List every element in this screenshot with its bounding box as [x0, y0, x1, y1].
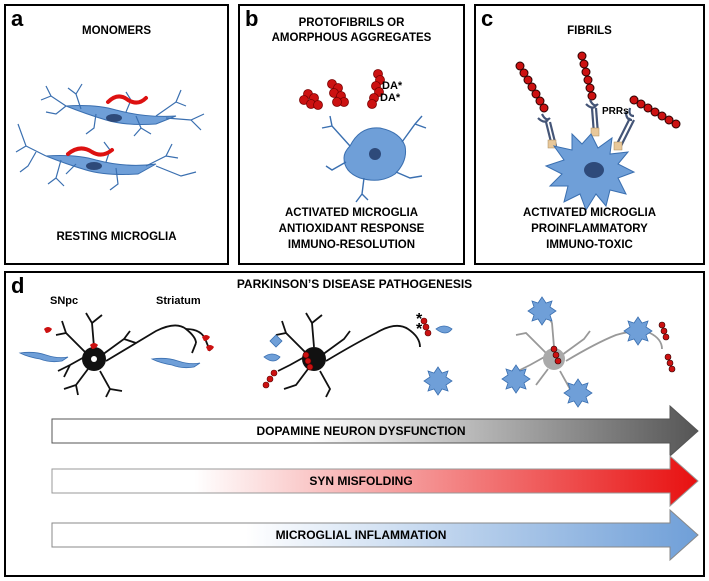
- panel-c-title: FIBRILS: [567, 25, 612, 37]
- da-label-2: DA*: [380, 92, 401, 104]
- microglia-arrow: [51, 508, 699, 562]
- panel-d: d PARKINSON’S DISEASE PATHOGENESIS SNpc …: [4, 271, 705, 577]
- panel-c-caption-line1: ACTIVATED MICROGLIA: [522, 207, 657, 219]
- panel-b-caption-line1: ACTIVATED MICROGLIA: [284, 207, 419, 219]
- panel-a-caption: RESTING MICROGLIA: [56, 231, 177, 243]
- panel-a-letter: a: [11, 6, 24, 31]
- panel-d-title: PARKINSON’S DISEASE PATHOGENESIS: [236, 277, 473, 291]
- dopamine-arrow-label: DOPAMINE NEURON DYSFUNCTION: [256, 424, 466, 438]
- pathogenesis-illustration: [18, 296, 699, 562]
- syn-arrow-label: SYN MISFOLDING: [309, 474, 413, 488]
- panel-c: c FIBRILS PRRs ACTIVATED MICROGLIA PROIN…: [474, 4, 705, 265]
- microglia-arrow-label: MICROGLIAL INFLAMMATION: [275, 528, 447, 542]
- panel-b: b PROTOFIBRILS OR AMORPHOUS AGGREGATES D…: [238, 4, 465, 265]
- panel-d-letter: d: [11, 273, 25, 298]
- syn-arrow: [51, 454, 699, 508]
- dysfunctional-neuron: [275, 312, 421, 398]
- activated-microglia-b: [321, 115, 427, 203]
- activated-microglia-proinflammatory-illustration: [515, 51, 681, 212]
- panel-b-caption-line2: ANTIOXIDANT RESPONSE: [278, 223, 425, 235]
- panel-c-letter: c: [481, 6, 494, 31]
- asterisks: * *: [416, 311, 423, 338]
- panel-c-caption-line2: PROINFLAMMATORY: [531, 223, 648, 235]
- panel-b-title-line1: PROTOFIBRILS OR: [298, 17, 405, 29]
- resting-microglia-illustration: [15, 83, 205, 191]
- activated-microglia-antioxidant-illustration: [299, 69, 427, 203]
- resting-microglia-cell-2: [15, 123, 197, 191]
- panel-b-caption-line3: IMMUNO-RESOLUTION: [287, 239, 416, 251]
- dopamine-arrow: [51, 404, 699, 458]
- resting-microglia-cell-1: [40, 83, 205, 137]
- snpc-label: SNpc: [50, 295, 79, 307]
- amorphous-aggregates: [299, 69, 385, 110]
- prr-label: PRRs: [602, 106, 629, 117]
- striatum-label: Striatum: [156, 295, 201, 307]
- panel-a: a MONOMERS: [4, 4, 229, 265]
- da-label-1: DA*: [382, 80, 403, 92]
- panel-b-letter: b: [245, 6, 259, 31]
- panel-c-caption-line3: IMMUNO-TOXIC: [546, 239, 633, 251]
- fibrils: [515, 51, 681, 129]
- panel-a-title: MONOMERS: [82, 25, 151, 37]
- panel-b-title-line2: AMORPHOUS AGGREGATES: [271, 32, 432, 44]
- healthy-neuron: [55, 312, 211, 398]
